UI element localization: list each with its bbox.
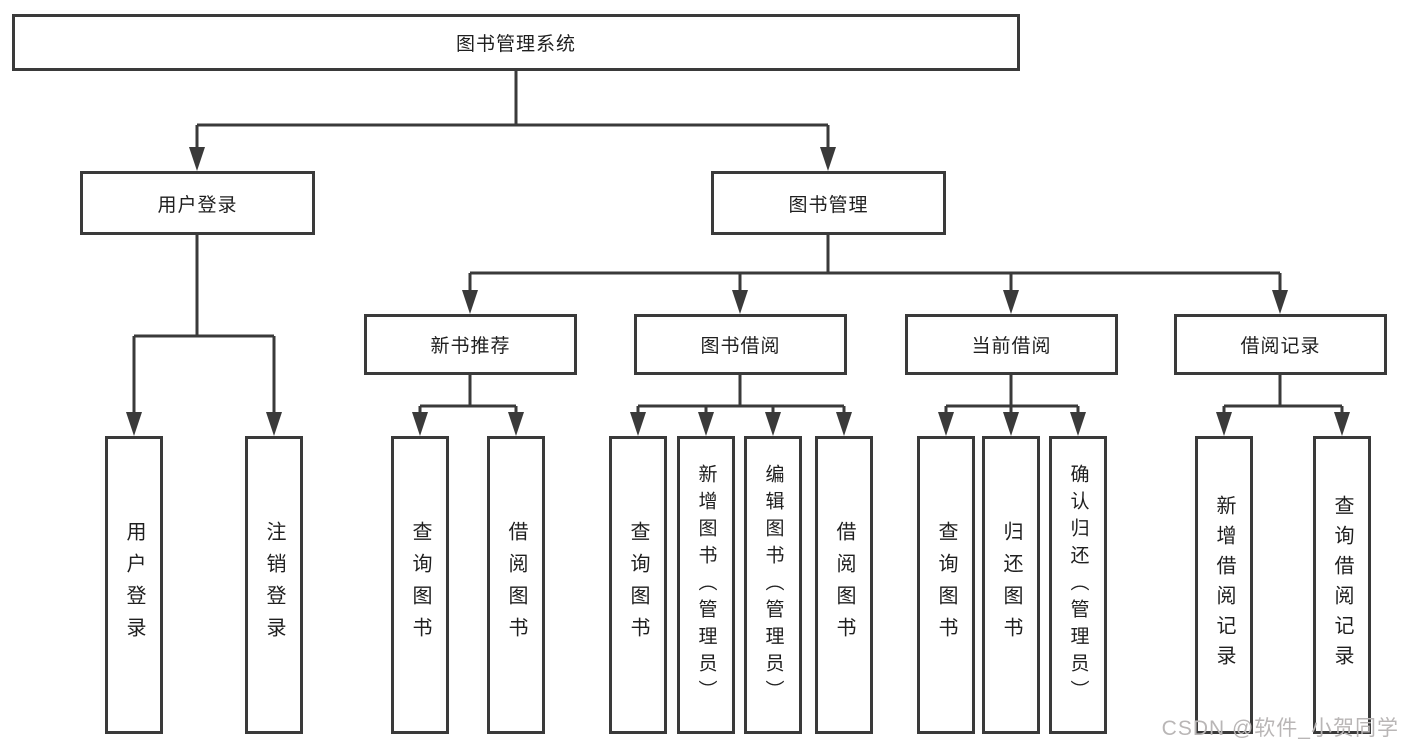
leaf-logout-label: 注销登录 [263, 521, 285, 649]
node-user-login-label: 用户登录 [157, 194, 238, 216]
node-borrowing-records-label: 借阅记录 [1240, 336, 1321, 357]
leaf-user-login: 用户登录 [105, 436, 163, 734]
leaf-return-books: 归还图书 [982, 436, 1040, 734]
leaf-query-books-1-label: 查询图书 [409, 521, 431, 649]
arrowhead-leaf-query-borrow-record [1334, 412, 1350, 436]
arrowhead-leaf-add-borrow-record [1216, 412, 1232, 436]
arrowhead-leaf-query-books-2 [630, 412, 646, 436]
arrowhead-current-borrow [1003, 290, 1019, 314]
node-root: 图书管理系统 [12, 14, 1020, 71]
node-new-book-recommendation: 新书推荐 [364, 314, 577, 375]
arrowhead-leaf-logout [266, 412, 282, 436]
arrowhead-leaf-borrow-books-2 [836, 412, 852, 436]
connector-user-login-to-leaves [132, 235, 276, 415]
connector-current-borrow-to-leaves [944, 375, 1080, 415]
leaf-query-borrow-record-label: 查询借阅记录 [1331, 495, 1353, 675]
node-root-label: 图书管理系统 [455, 34, 576, 55]
node-current-borrowing-label: 当前借阅 [971, 336, 1052, 357]
leaf-query-books-3-label: 查询图书 [935, 521, 957, 649]
arrowhead-leaf-return-books [1003, 412, 1019, 436]
leaf-query-borrow-record: 查询借阅记录 [1313, 436, 1371, 734]
arrowhead-borrow-records [1272, 290, 1288, 314]
arrowhead-user-login [189, 147, 205, 171]
leaf-edit-books-admin: 编辑图书（管理员） [744, 436, 802, 734]
node-new-book-recommendation-label: 新书推荐 [430, 336, 511, 357]
arrowhead-leaf-confirm-return [1070, 412, 1086, 436]
leaf-confirm-return-admin: 确认归还（管理员） [1049, 436, 1107, 734]
connector-root-to-level2 [195, 70, 830, 150]
node-user-login: 用户登录 [80, 171, 315, 235]
leaf-user-login-label: 用户登录 [123, 521, 145, 649]
leaf-borrow-books-1-label: 借阅图书 [505, 521, 527, 649]
connector-book-management-to-level3 [468, 235, 1282, 293]
watermark: CSDN @软件_小贺同学 [1161, 717, 1399, 740]
leaf-borrow-books-2-label: 借阅图书 [833, 521, 855, 649]
leaf-add-books-admin-label: 新增图书（管理员） [695, 463, 717, 707]
connector-borrow-records-to-leaves [1222, 375, 1344, 415]
arrowhead-leaf-edit-books [765, 412, 781, 436]
arrowhead-book-management [820, 147, 836, 171]
arrowhead-new-book-rec [462, 290, 478, 314]
leaf-add-borrow-record-label: 新增借阅记录 [1213, 495, 1235, 675]
connector-book-borrow-to-leaves [636, 375, 846, 415]
node-book-borrowing-label: 图书借阅 [700, 336, 781, 357]
leaf-query-books-2: 查询图书 [609, 436, 667, 734]
leaf-borrow-books-2: 借阅图书 [815, 436, 873, 734]
node-current-borrowing: 当前借阅 [905, 314, 1118, 375]
arrowhead-book-borrow [732, 290, 748, 314]
arrowhead-leaf-user-login [126, 412, 142, 436]
leaf-logout: 注销登录 [245, 436, 303, 734]
connector-new-book-rec-to-leaves [418, 375, 518, 415]
node-borrowing-records: 借阅记录 [1174, 314, 1387, 375]
leaf-add-books-admin: 新增图书（管理员） [677, 436, 735, 734]
leaf-borrow-books-1: 借阅图书 [487, 436, 545, 734]
leaf-confirm-return-admin-label: 确认归还（管理员） [1067, 463, 1089, 707]
arrowhead-leaf-borrow-books-1 [508, 412, 524, 436]
leaf-query-books-2-label: 查询图书 [627, 521, 649, 649]
arrowhead-leaf-query-books-3 [938, 412, 954, 436]
node-book-management: 图书管理 [711, 171, 946, 235]
leaf-query-books-3: 查询图书 [917, 436, 975, 734]
node-book-management-label: 图书管理 [788, 194, 869, 216]
leaf-query-books-1: 查询图书 [391, 436, 449, 734]
arrowhead-leaf-add-books [698, 412, 714, 436]
leaf-edit-books-admin-label: 编辑图书（管理员） [762, 463, 784, 707]
node-book-borrowing: 图书借阅 [634, 314, 847, 375]
leaf-add-borrow-record: 新增借阅记录 [1195, 436, 1253, 734]
leaf-return-books-label: 归还图书 [1000, 521, 1022, 649]
arrowhead-leaf-query-books-1 [412, 412, 428, 436]
